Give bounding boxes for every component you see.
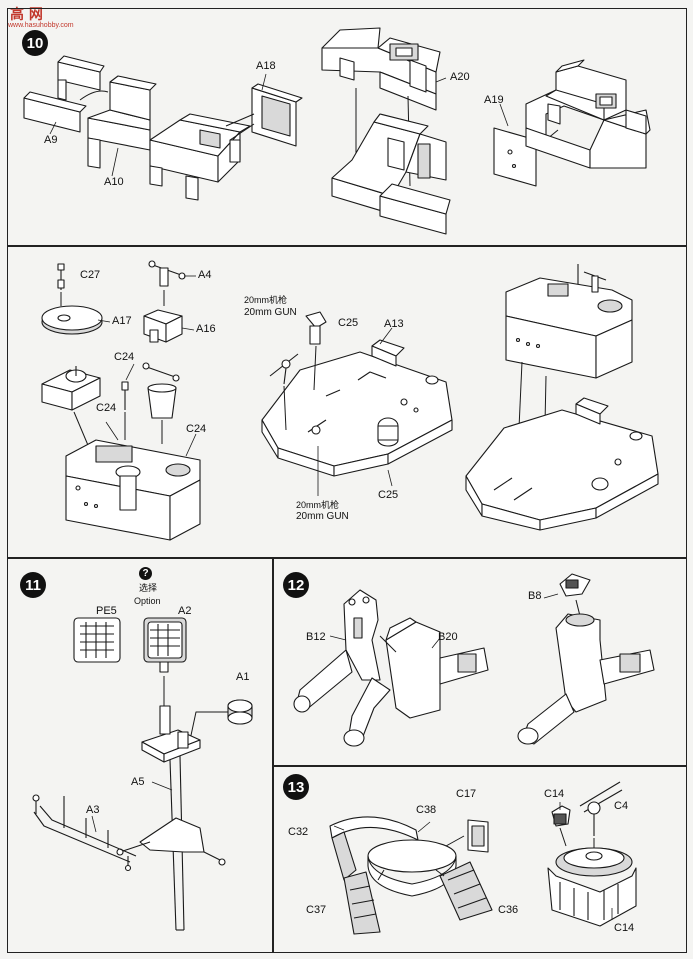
panel-step-13 <box>273 766 687 953</box>
step-number-12: 12 <box>283 572 309 598</box>
label-c24-right: C24 <box>186 423 207 435</box>
part-a18-assembly-drawing <box>149 73 303 201</box>
label-a9: A9 <box>44 134 58 146</box>
label-c37: C37 <box>306 904 327 916</box>
label-c32: C32 <box>288 826 309 838</box>
label-pe5: PE5 <box>96 605 117 617</box>
panel-step-10b <box>7 246 687 558</box>
label-a3: A3 <box>86 804 100 816</box>
label-option-en: Option <box>134 596 161 606</box>
label-c36: C36 <box>498 904 519 916</box>
part-c24-drawing <box>121 363 135 440</box>
option-icon: ? <box>139 567 152 580</box>
label-a17: A17 <box>112 315 132 327</box>
part-a10-drawing <box>79 75 157 177</box>
watermark-logo: 高 网 <box>10 7 43 23</box>
label-b8: B8 <box>528 590 542 602</box>
label-b12: B12 <box>306 631 326 643</box>
label-a2: A2 <box>178 605 192 617</box>
label-a5: A5 <box>131 776 145 788</box>
label-20mm-gun-bottom-zh: 20mm机枪 <box>296 500 340 510</box>
part-base-block-drawing <box>65 421 201 541</box>
label-a18: A18 <box>256 60 276 72</box>
part-a13-deck-drawing <box>261 327 453 487</box>
part-a17-drawing <box>41 305 111 335</box>
step-number-11: 11 <box>20 572 46 598</box>
part-turret-post-drawing <box>142 362 180 444</box>
label-20mm-gun-bottom-en: 20mm GUN <box>296 511 349 522</box>
label-20mm-gun-top-en: 20mm GUN <box>244 307 297 318</box>
label-a13: A13 <box>384 318 404 330</box>
part-c32-c38-drawing <box>329 816 493 935</box>
part-a5-mast-drawing <box>116 705 226 931</box>
part-b8-assembly-drawing <box>517 573 655 745</box>
part-c14-c4-drawing <box>547 781 637 927</box>
part-a20-lower-assembly-drawing <box>331 113 451 235</box>
label-c25-top: C25 <box>338 317 359 329</box>
label-c14-bottom: C14 <box>614 922 635 934</box>
label-20mm-gun-top-zh: 20mm机枪 <box>244 295 288 305</box>
label-a4: A4 <box>198 269 212 281</box>
label-c27: C27 <box>80 269 101 281</box>
label-c25-bottom: C25 <box>378 489 399 501</box>
part-a19-assembly-drawing <box>493 59 651 187</box>
label-a10: A10 <box>104 176 124 188</box>
label-c24-top: C24 <box>114 351 135 363</box>
label-a1: A1 <box>236 671 250 683</box>
label-c17: C17 <box>456 788 477 800</box>
panel-step-10a <box>7 8 687 246</box>
step-number-13: 13 <box>283 774 309 800</box>
panel-step-12 <box>273 558 687 766</box>
label-a20: A20 <box>450 71 470 83</box>
part-superstructure-assembly-drawing <box>465 264 659 531</box>
part-a9-drawing <box>23 55 105 135</box>
part-a2-drawing <box>143 617 187 716</box>
part-pe5-drawing <box>73 617 121 663</box>
label-c14-top: C14 <box>544 788 565 800</box>
panel-step-11 <box>7 558 273 953</box>
part-a4-drawing <box>148 260 196 306</box>
step-number-10: 10 <box>22 30 48 56</box>
label-a19: A19 <box>484 94 504 106</box>
part-a16-drawing <box>143 309 195 343</box>
label-a16: A16 <box>196 323 216 335</box>
part-c27-drawing <box>57 263 65 306</box>
watermark-url: www.hasuhobby.com <box>8 22 74 29</box>
part-20mm-gun-drawing <box>269 311 327 496</box>
part-a3-drawing <box>32 794 137 872</box>
part-b12-b20-drawing <box>293 589 489 747</box>
label-c24-left: C24 <box>96 402 117 414</box>
label-b20: B20 <box>438 631 458 643</box>
part-bracket-drawing <box>41 366 101 451</box>
part-a20-drawing <box>321 27 447 187</box>
label-option-zh: 选择 <box>139 583 158 593</box>
label-c4: C4 <box>614 800 629 812</box>
label-c38: C38 <box>416 804 437 816</box>
part-a1-drawing <box>189 699 253 741</box>
